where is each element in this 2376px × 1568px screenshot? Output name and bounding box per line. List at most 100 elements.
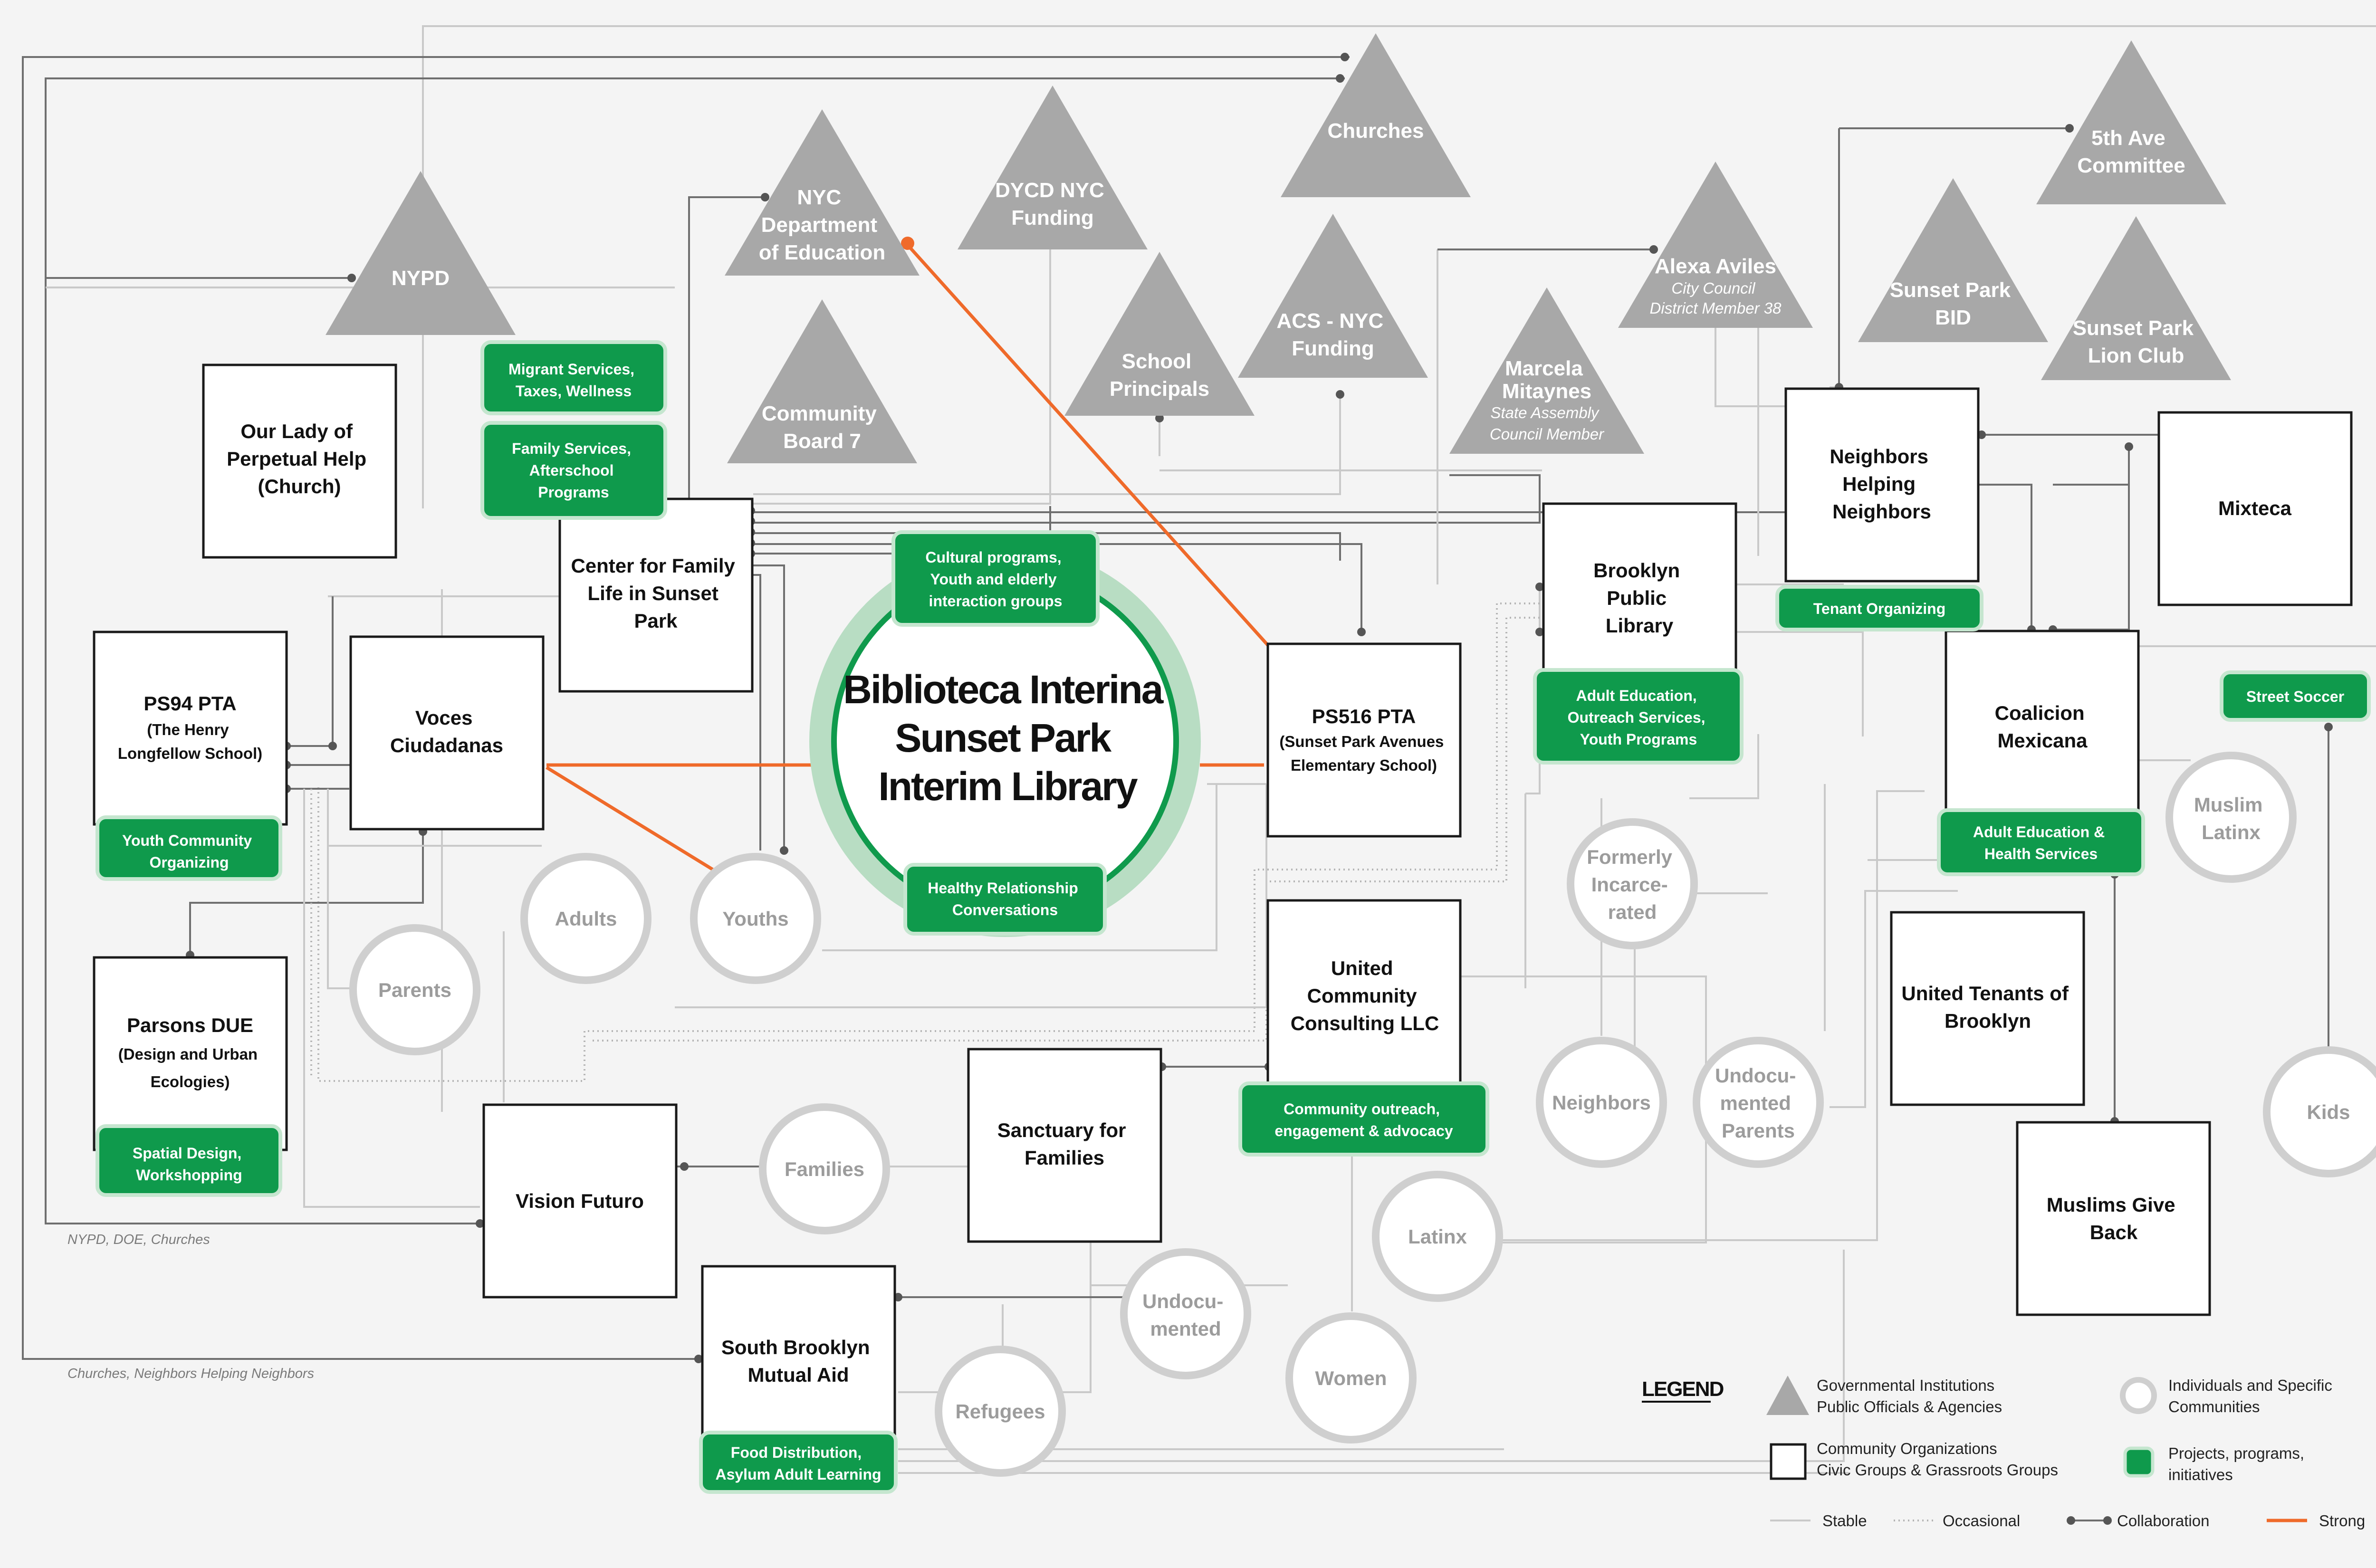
proj-node-family-services: Family Services, Afterschool Programs (480, 421, 667, 520)
gov-label: Alexa Aviles (1655, 255, 1776, 278)
government-nodes: NYPD NYC Department of Education DYCD NY… (326, 33, 2231, 463)
legend-item-collaboration: Collaboration (2067, 1512, 2209, 1530)
gov-label: Community Board 7 (762, 402, 882, 453)
proj-node-spatial-design: Spatial Design, Workshopping (96, 1124, 282, 1197)
org-node-neighbors-helping-neighbors: Neighbors Helping Neighbors (1784, 387, 1980, 583)
legend-label: Projects, programs, initiatives (2168, 1444, 2309, 1483)
legend-item-strong: Strong (2267, 1512, 2365, 1530)
org-sublabel: (Sunset Park Avenues Elementary School) (1279, 733, 1448, 774)
org-label: PS94 PTA (144, 692, 236, 715)
org-label: Sanctuary for Families (997, 1119, 1131, 1169)
ind-label: Adults (555, 908, 617, 930)
gov-label: Churches (1328, 119, 1424, 143)
org-node-ps516-pta: PS516 PTA (Sunset Park Avenues Elementar… (1266, 642, 1462, 838)
proj-label: Migrant Services, Taxes, Wellness (508, 361, 639, 400)
gov-node-lion-club: Sunset Park Lion Club (2041, 216, 2231, 380)
legend-label: Collaboration (2117, 1512, 2209, 1530)
ind-label: Kids (2307, 1101, 2350, 1123)
proj-node-healthy-relationship: Healthy Relationship Conversations (903, 863, 1107, 936)
gov-node-sunset-park-bid: Sunset Park BID (1858, 178, 2048, 342)
gov-node-marcela-mitaynes: Marcela Mitaynes State Assembly Council … (1449, 287, 1644, 454)
individual-nodes: Adults Youths Parents Families Formerly … (349, 752, 2376, 1477)
org-label: South Brooklyn Mutual Aid (721, 1336, 875, 1386)
org-node-vision-futuro: Vision Futuro (482, 1103, 678, 1299)
legend-label: Community Organizations Civic Groups & G… (1817, 1440, 2058, 1479)
ind-label: Refugees (955, 1400, 1045, 1423)
gov-node-5th-ave-committee: 5th Ave Committee (2036, 40, 2226, 204)
org-node-south-brooklyn-mutual-aid: South Brooklyn Mutual Aid (701, 1265, 896, 1460)
legend-green-square-icon (2123, 1446, 2155, 1478)
ind-label: Youths (722, 908, 788, 930)
org-node-united-tenants-brooklyn: United Tenants of Brooklyn (1890, 911, 2085, 1106)
org-node-voces-ciudadanas: Voces Ciudadanas (349, 635, 545, 831)
ind-label: Parents (378, 979, 451, 1001)
org-label: Parsons DUE (127, 1014, 253, 1036)
org-label: Neighbors Helping Neighbors (1830, 445, 1934, 523)
ind-label: Formerly Incarce- rated (1587, 846, 1677, 923)
proj-node-community-outreach: Community outreach, engagement & advocac… (1238, 1081, 1489, 1157)
gov-node-doe: NYC Department of Education (725, 109, 920, 276)
org-node-sanctuary-for-families: Sanctuary for Families (967, 1048, 1162, 1243)
org-node-coalicion-mexicana: Coalicion Mexicana (1945, 630, 2140, 825)
gov-label: 5th Ave Committee (2077, 126, 2185, 177)
gov-label: Marcela Mitaynes (1502, 357, 1591, 403)
org-label: Muslims Give Back (2047, 1194, 2181, 1243)
proj-label: Street Soccer (2246, 688, 2344, 705)
proj-label: Community outreach, engagement & advocac… (1274, 1100, 1453, 1139)
ind-label: Undocu- mented (1142, 1290, 1229, 1340)
gov-label: NYPD (392, 267, 450, 290)
ind-node-families: Families (759, 1103, 890, 1234)
ind-node-muslim-latinx: Muslim Latinx (2165, 752, 2297, 883)
gov-label: DYCD NYC Funding (995, 179, 1110, 229)
proj-label: Food Distribution, Asylum Adult Learning (715, 1444, 881, 1483)
ind-node-women: Women (1285, 1312, 1417, 1444)
proj-node-food-distribution: Food Distribution, Asylum Adult Learning (699, 1431, 898, 1494)
ind-label: Families (785, 1158, 864, 1180)
org-label: Coalicion Mexicana (1995, 702, 2090, 752)
org-label: Vision Futuro (516, 1190, 644, 1212)
proj-node-migrant-services: Migrant Services, Taxes, Wellness (480, 340, 667, 415)
ind-label: Undocu- mented Parents (1715, 1064, 1801, 1142)
ind-node-youths: Youths (690, 853, 821, 984)
org-label: Voces Ciudadanas (390, 707, 503, 756)
gov-node-churches: Churches (1281, 33, 1471, 197)
proj-label: Family Services, Afterschool Programs (512, 440, 635, 501)
ind-label: Women (1315, 1367, 1387, 1389)
ind-node-undocumented: Undocu- mented (1120, 1248, 1251, 1379)
proj-node-street-soccer: Street Soccer (2220, 670, 2371, 722)
org-label: Mixteca (2218, 497, 2292, 519)
org-sublabel: (Design and Urban Ecologies) (118, 1045, 262, 1090)
legend-item-project: Projects, programs, initiatives (2123, 1444, 2309, 1483)
org-sublabel: (The Henry Longfellow School) (118, 721, 262, 762)
ind-node-formerly-incarcerated: Formerly Incarce- rated (1567, 818, 1698, 949)
proj-node-tenant-organizing: Tenant Organizing (1775, 585, 1983, 631)
org-label: Center for Family Life in Sunset Park (571, 555, 740, 632)
note-nypd-doe-churches: NYPD, DOE, Churches (67, 1232, 210, 1247)
proj-node-adult-education-outreach: Adult Education, Outreach Services, Yout… (1533, 668, 1744, 765)
legend-item-government: Governmental Institutions Public Officia… (1766, 1376, 2002, 1415)
proj-label: Adult Education & Health Services (1973, 823, 2109, 862)
legend: LEGEND Governmental Institutions Public … (1642, 1376, 2365, 1530)
ind-node-refugees: Refugees (935, 1346, 1066, 1477)
ind-node-adults: Adults (520, 853, 651, 984)
legend-square-icon (1770, 1443, 1807, 1480)
gov-sublabel: City Council District Member 38 (1650, 279, 1782, 317)
org-node-united-community-consulting: United Community Consulting LLC (1266, 899, 1462, 1094)
org-node-muslims-give-back: Muslims Give Back (2016, 1121, 2211, 1316)
gov-label: ACS - NYC Funding (1276, 309, 1389, 360)
proj-label: Adult Education, Outreach Services, Yout… (1568, 687, 1710, 748)
proj-node-youth-community-organizing: Youth Community Organizing (96, 815, 282, 881)
legend-ring-icon (2120, 1377, 2157, 1414)
org-label: United Tenants of Brooklyn (1901, 982, 2074, 1032)
legend-label: Strong (2319, 1512, 2365, 1530)
ind-node-undocumented-parents: Undocu- mented Parents (1693, 1037, 1824, 1168)
gov-label: Sunset Park Lion Club (2073, 316, 2200, 367)
legend-item-individual: Individuals and Specific Communities (2120, 1377, 2332, 1415)
legend-item-stable: Stable (1770, 1512, 1867, 1530)
gov-node-nypd: NYPD (326, 171, 516, 335)
legend-title: LEGEND (1642, 1377, 1724, 1401)
org-node-ps94-pta: PS94 PTA (The Henry Longfellow School) (93, 631, 288, 826)
proj-label: Cultural programs, Youth and elderly int… (925, 549, 1065, 610)
org-node-parsons-due: Parsons DUE (Design and Urban Ecologies) (93, 956, 288, 1151)
